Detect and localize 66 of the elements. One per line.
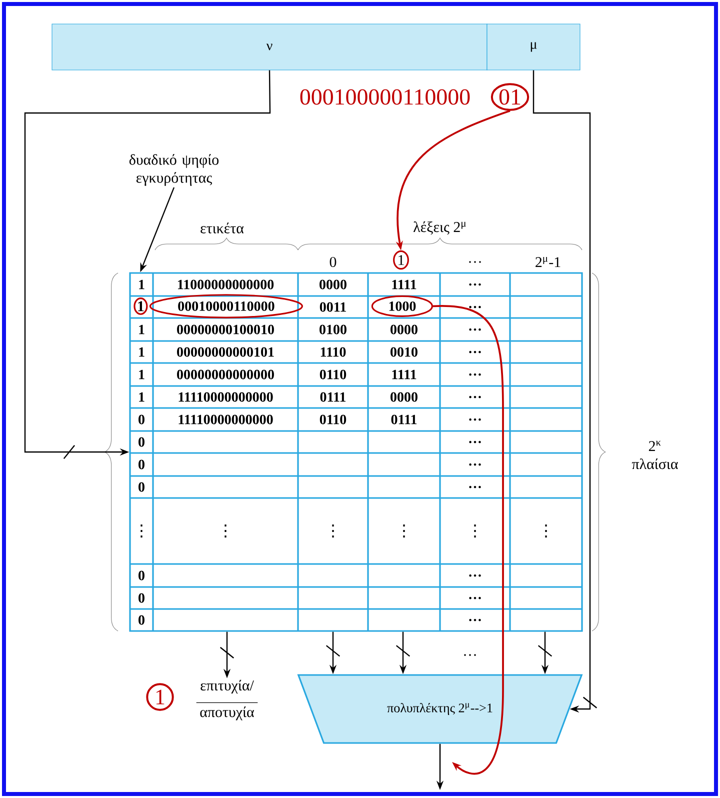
brace-label: 2$^{κ}$ πλαίσια [632,440,678,470]
table-cell: 1111 [392,280,416,290]
arrow [433,305,504,774]
table-cell: ⋮ [140,524,142,538]
table-cell: ⋮ [545,524,547,538]
table-cell: ⋮ [474,524,476,538]
table-cell: 0010 [390,347,418,357]
annotation-text: δυαδικό ψηφίο εγκυρότητας [129,154,219,186]
table-cell: 1 [139,392,144,402]
table-cell: 1111 [392,370,416,380]
column-heading: 0 [330,256,336,268]
column-heading: ετικέτα [200,222,244,234]
table-cell: 00000000100010 [177,324,274,334]
column-heading: λέξεις 2$^{μ}$ [413,221,466,235]
table-cell: 0 [138,570,144,580]
table-cell: 1 [139,347,144,357]
table-cell: ⋮ [224,524,226,538]
table-cell: 11110000000000 [178,414,273,424]
table-cell: ⋮ [332,524,334,538]
table-cell: 0110 [320,370,346,380]
table-cell: 11000000000000 [178,280,274,290]
ellipsis: … [464,654,476,656]
table-cell: 00000000000101 [177,347,274,357]
table-cell: … [469,440,481,444]
address-field: μ [486,24,580,70]
table-cell: 1 [139,370,144,380]
table-cell: 0 [138,437,144,447]
table-cell: … [469,463,481,466]
address-bits: 000100000110000 [300,89,470,105]
table-cell: 0100 [320,324,346,334]
table-cell: 0111 [320,392,346,402]
table-cell: … [469,486,481,488]
table-cell: … [469,618,481,622]
cache-table [129,272,583,632]
table-cell: … [469,418,481,421]
table-cell: 1110 [320,347,346,357]
table-cell: … [469,283,481,286]
table-cell: 0000 [390,392,418,402]
table-cell: 0 [138,482,144,492]
table-cell: … [469,574,481,577]
table-cell: … [469,396,481,398]
table-cell: … [469,328,481,331]
highlight-oval: 00010000110000 [149,294,303,318]
table-cell: 0111 [391,414,417,424]
table-cell: … [469,350,481,354]
table-cell: 0011 [320,302,346,312]
table-cell: 0000 [320,280,346,290]
table-cell: 11110000000000 [178,392,273,402]
table-cell: 00000000000000 [177,370,274,380]
table-cell: 0 [138,460,144,470]
column-heading: … [469,261,481,263]
table-cell: 0 [138,593,144,603]
table-cell: 0 [138,615,144,625]
table-cell: … [469,306,481,308]
arrow [24,70,271,460]
highlight-oval: 1000 [371,295,433,317]
table-cell: … [469,596,481,600]
table-cell: … [469,373,481,376]
table-cell: ⋮ [403,524,405,538]
table-cell: 1 [139,324,144,334]
output-label: επιτυχία/ αποτυχία [196,680,258,720]
table-cell: 0 [138,414,144,424]
table-cell: 0110 [320,414,346,424]
arrow [532,70,598,713]
table-cell: 1 [139,280,144,290]
column-heading: 2$^{μ}$-1 [536,256,560,268]
